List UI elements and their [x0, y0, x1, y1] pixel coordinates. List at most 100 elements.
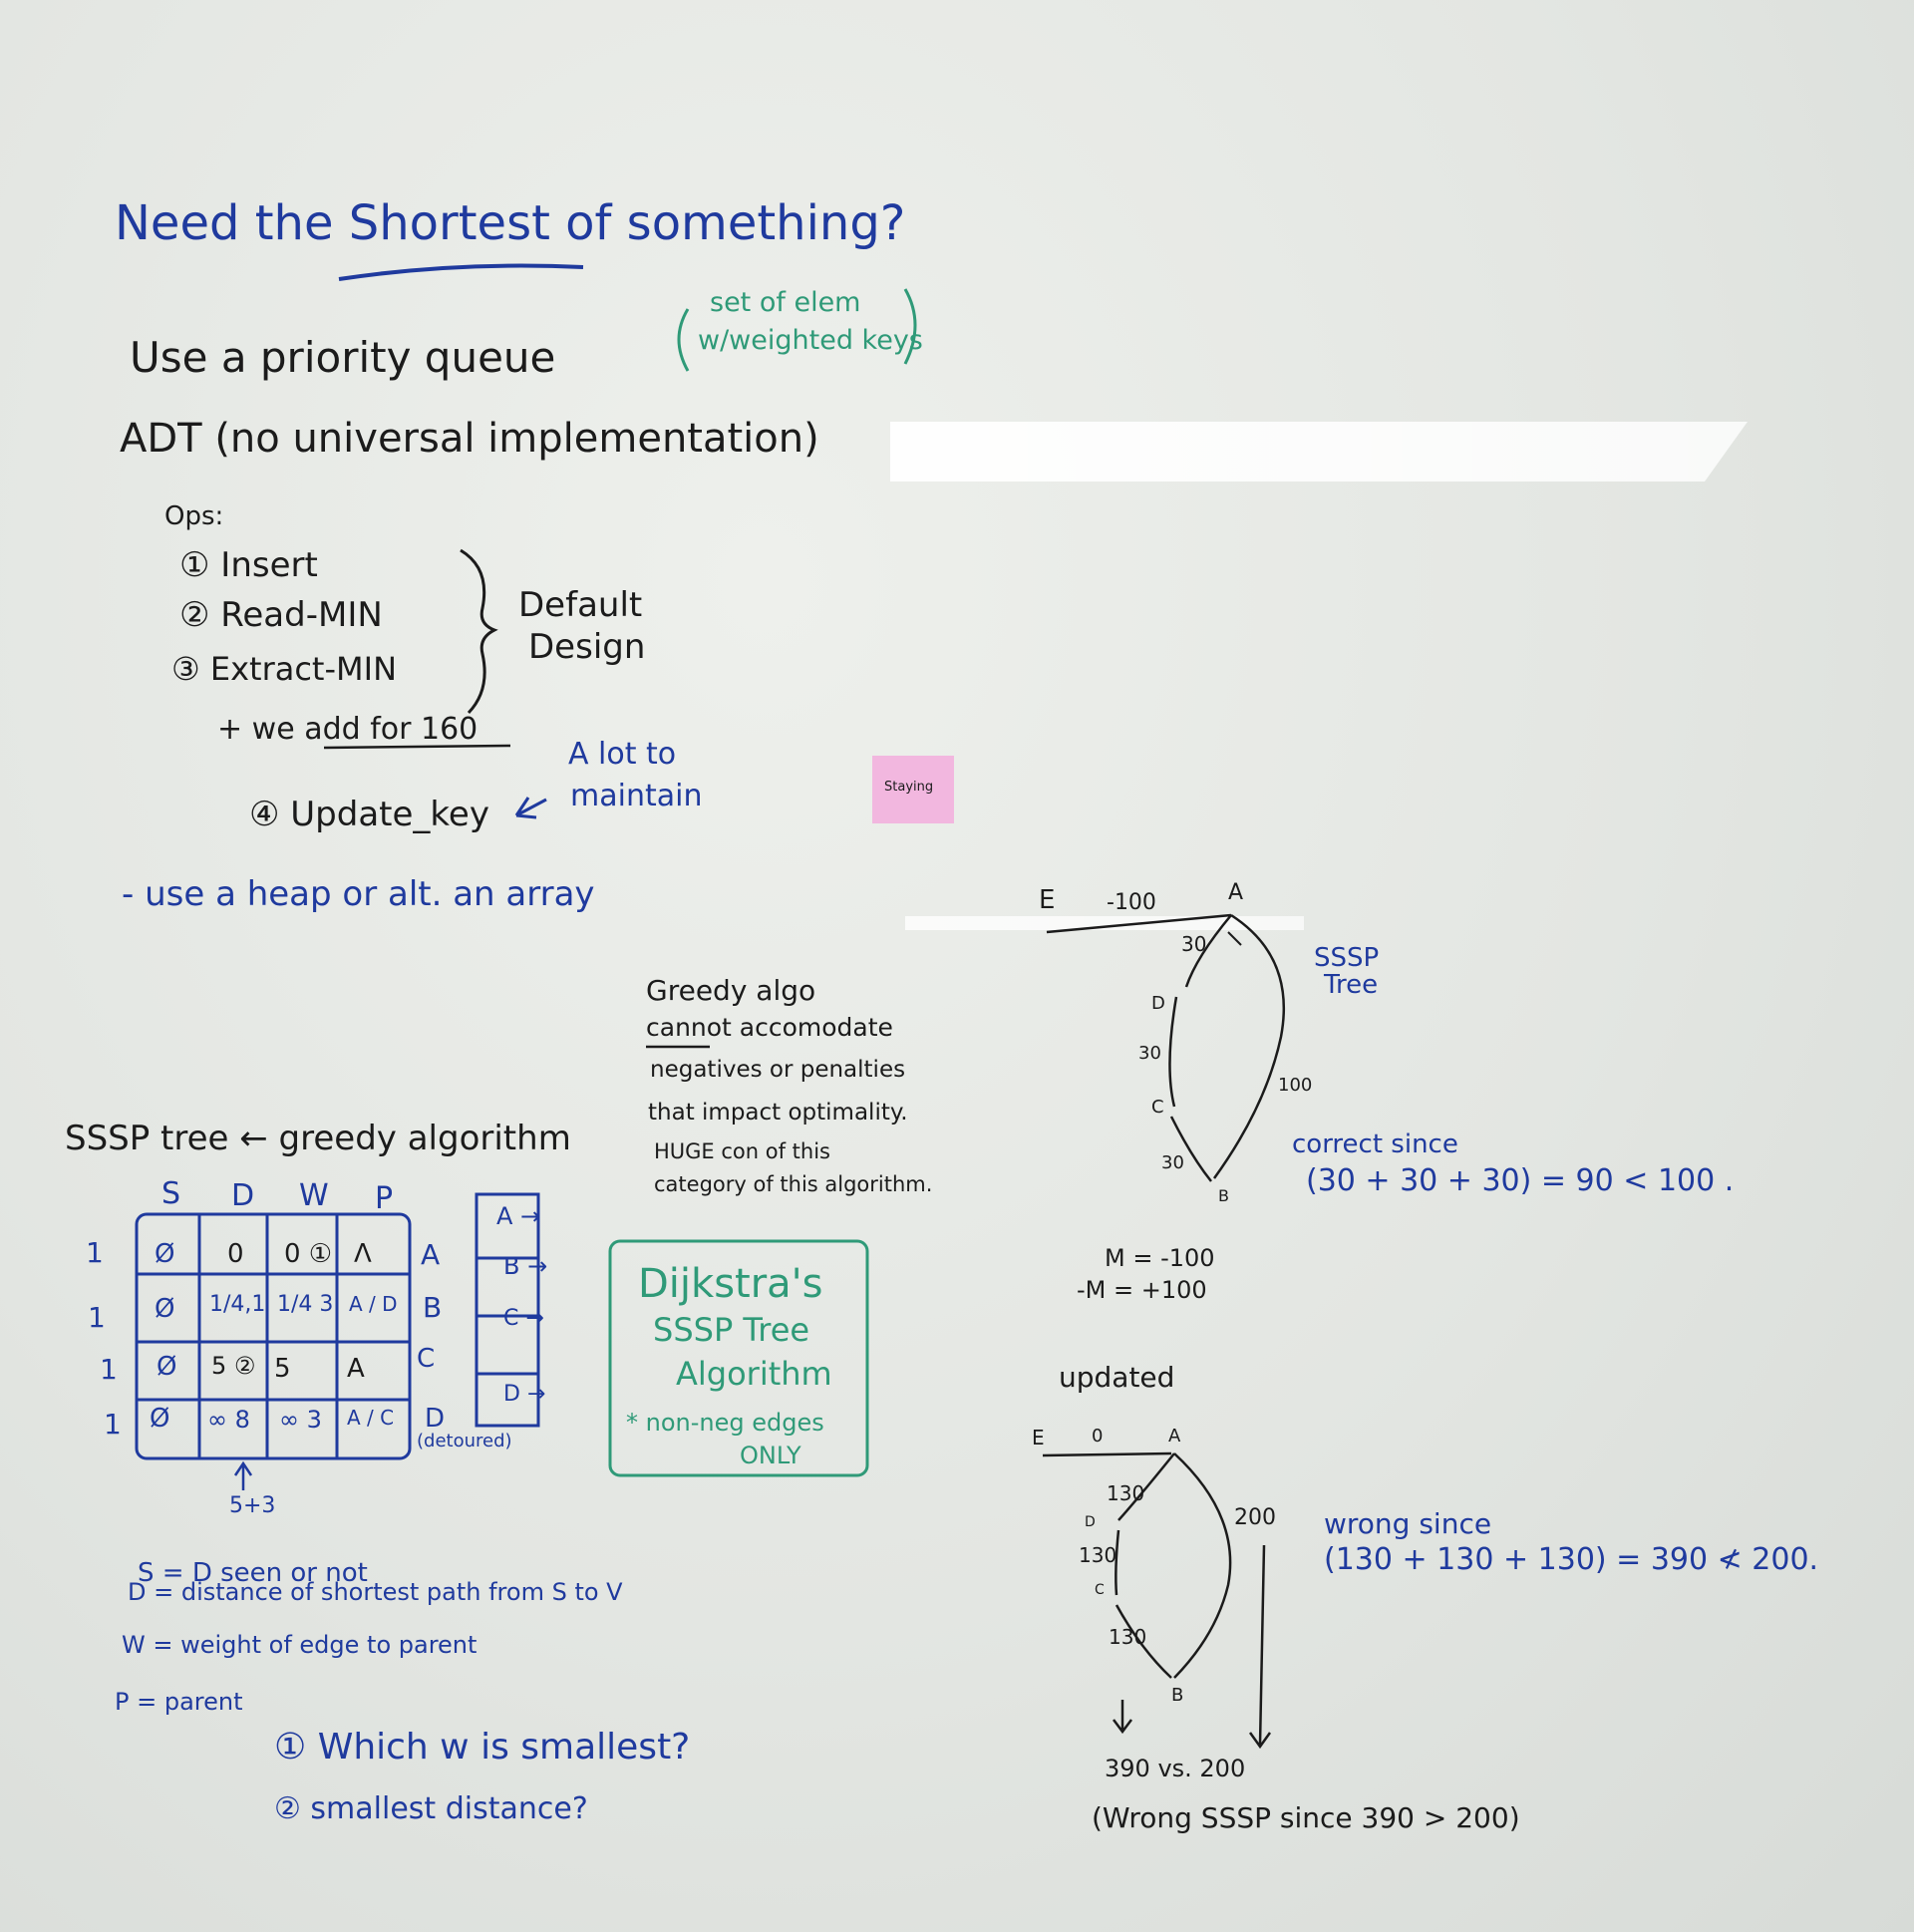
- graph1-edge-cb: 30: [1161, 1152, 1184, 1173]
- row-node-d: D: [425, 1404, 446, 1434]
- sticky-note-text: Staying: [884, 780, 934, 795]
- sticky-note: [872, 756, 954, 823]
- default-label: Default: [518, 585, 643, 625]
- queue-a: A →: [496, 1202, 541, 1230]
- paren-right: [903, 288, 917, 365]
- we-add-underline: [323, 744, 511, 750]
- design-label: Design: [528, 627, 646, 667]
- cell-b-d: 1/4,1: [209, 1292, 266, 1317]
- cell-d-p: A / C: [347, 1406, 395, 1430]
- cell-a-p: Λ: [354, 1239, 372, 1269]
- cell-c-d: 5 ②: [211, 1352, 256, 1380]
- a-lot-to: A lot to: [568, 737, 677, 772]
- queue-c: C →: [503, 1306, 544, 1331]
- graph2-edge-ad: 130: [1107, 1481, 1145, 1505]
- row-mark-4: 1: [104, 1408, 122, 1441]
- graph2-edge-cb: 130: [1109, 1625, 1147, 1649]
- graph1-edge-ab: 100: [1278, 1075, 1313, 1096]
- graph2-zero: 0: [1092, 1426, 1104, 1447]
- sssp-label-2: Tree: [1324, 970, 1379, 1000]
- note-set-of-elem: set of elem: [710, 287, 861, 318]
- table-arrow-note: 5+3: [229, 1493, 276, 1518]
- graph1-node-a: A: [1228, 880, 1244, 905]
- dijkstra-line-1: Dijkstra's: [638, 1261, 823, 1307]
- neg-m-value: -M = +100: [1077, 1276, 1207, 1304]
- m-value: M = -100: [1105, 1244, 1215, 1272]
- bullet-priority-queue: Use a priority queue: [130, 333, 556, 382]
- table-col-s: S: [161, 1176, 181, 1211]
- graph2-edge-dc: 130: [1079, 1543, 1117, 1567]
- op-read-min: ② Read-MIN: [179, 595, 383, 635]
- row-mark-2: 1: [88, 1301, 106, 1334]
- ops-brace: [460, 548, 498, 715]
- row-node-b: B: [423, 1291, 443, 1324]
- dijkstra-box: [608, 1239, 869, 1477]
- compare-390-200: 390 vs. 200: [1105, 1755, 1246, 1782]
- table-col-p: P: [375, 1181, 394, 1216]
- greedy-line-5: HUGE con of this: [654, 1139, 830, 1163]
- graph2-edge-ab: 200: [1234, 1505, 1276, 1530]
- page-title: Need the Shortest of something?: [115, 195, 906, 251]
- cell-b-s: Ø: [155, 1294, 175, 1324]
- cell-a-s: Ø: [155, 1239, 175, 1269]
- bullet-adt: ADT (no universal implementation): [120, 416, 819, 462]
- row-node-c: C: [417, 1344, 436, 1374]
- cell-a-d: 0: [227, 1239, 244, 1269]
- graph2-node-d: D: [1085, 1514, 1096, 1530]
- graph1-node-e: E: [1039, 885, 1056, 915]
- op-update-key: ④ Update_key: [249, 795, 489, 834]
- greedy-line-2: cannot accomodate: [646, 1013, 893, 1042]
- cell-a-w: 0 ①: [284, 1239, 333, 1269]
- row-mark-3: 1: [100, 1353, 118, 1386]
- correct-calc: (30 + 30 + 30) = 90 < 100 .: [1306, 1163, 1735, 1198]
- sssp-label-1: SSSP: [1314, 943, 1380, 973]
- detoured-note: (detoured): [417, 1431, 512, 1451]
- legend-d: D = distance of shortest path from S to …: [128, 1578, 623, 1606]
- dijkstra-line-3: Algorithm: [676, 1355, 832, 1393]
- queue-column: [475, 1192, 540, 1428]
- cell-d-w: ∞ 3: [279, 1406, 322, 1434]
- cell-d-d: ∞ 8: [207, 1406, 250, 1434]
- correct-since: correct since: [1292, 1129, 1458, 1159]
- legend-w: W = weight of edge to parent: [122, 1631, 478, 1659]
- graph2-node-a: A: [1168, 1426, 1181, 1447]
- table-up-arrow: [233, 1460, 253, 1490]
- cell-c-s: Ø: [157, 1352, 177, 1382]
- dijkstra-line-2: SSSP Tree: [653, 1311, 810, 1349]
- row-mark-1: 1: [86, 1236, 104, 1269]
- title-underline: [338, 263, 584, 281]
- ops-label: Ops:: [164, 501, 224, 531]
- cell-c-p: A: [347, 1354, 365, 1384]
- graph2-node-c: C: [1095, 1582, 1105, 1598]
- sssp-tree-heading: SSSP tree ← greedy algorithm: [65, 1119, 571, 1158]
- graph1-edge-ea: -100: [1107, 890, 1156, 915]
- wrong-sssp-note: (Wrong SSSP since 390 > 200): [1092, 1801, 1520, 1834]
- glare-streak-middle: [905, 916, 1304, 930]
- queue-d: D →: [503, 1382, 546, 1407]
- update-key-arrow: [514, 797, 547, 819]
- graph-2-edges: [1042, 1451, 1232, 1679]
- op-insert: ① Insert: [179, 545, 318, 585]
- cell-b-w: 1/4 3: [277, 1292, 334, 1317]
- glare-streak-top: [890, 422, 1748, 482]
- question-2: ② smallest distance?: [274, 1791, 588, 1826]
- question-1: ① Which w is smallest?: [274, 1727, 691, 1768]
- arrow-down-390: [1113, 1700, 1132, 1735]
- wrong-since: wrong since: [1324, 1507, 1492, 1540]
- graph1-node-d: D: [1151, 993, 1165, 1014]
- paren-left: [677, 308, 690, 372]
- graph1-node-c: C: [1151, 1097, 1164, 1118]
- updated-label: updated: [1059, 1361, 1175, 1394]
- greedy-line-6: category of this algorithm.: [654, 1172, 933, 1196]
- maintain: maintain: [570, 779, 703, 813]
- graph1-edge-dc: 30: [1138, 1043, 1161, 1064]
- greedy-line-3: negatives or penalties: [650, 1057, 906, 1083]
- greedy-line-1: Greedy algo: [646, 974, 816, 1007]
- dijkstra-line-4: * non-neg edges: [626, 1409, 824, 1437]
- graph2-node-e: E: [1032, 1426, 1045, 1449]
- cell-d-s: Ø: [150, 1404, 170, 1434]
- note-weighted-keys: w/weighted keys: [698, 325, 923, 356]
- op-extract-min: ③ Extract-MIN: [171, 650, 397, 688]
- queue-b: B →: [503, 1252, 548, 1280]
- graph-1-edges: [1046, 913, 1285, 1182]
